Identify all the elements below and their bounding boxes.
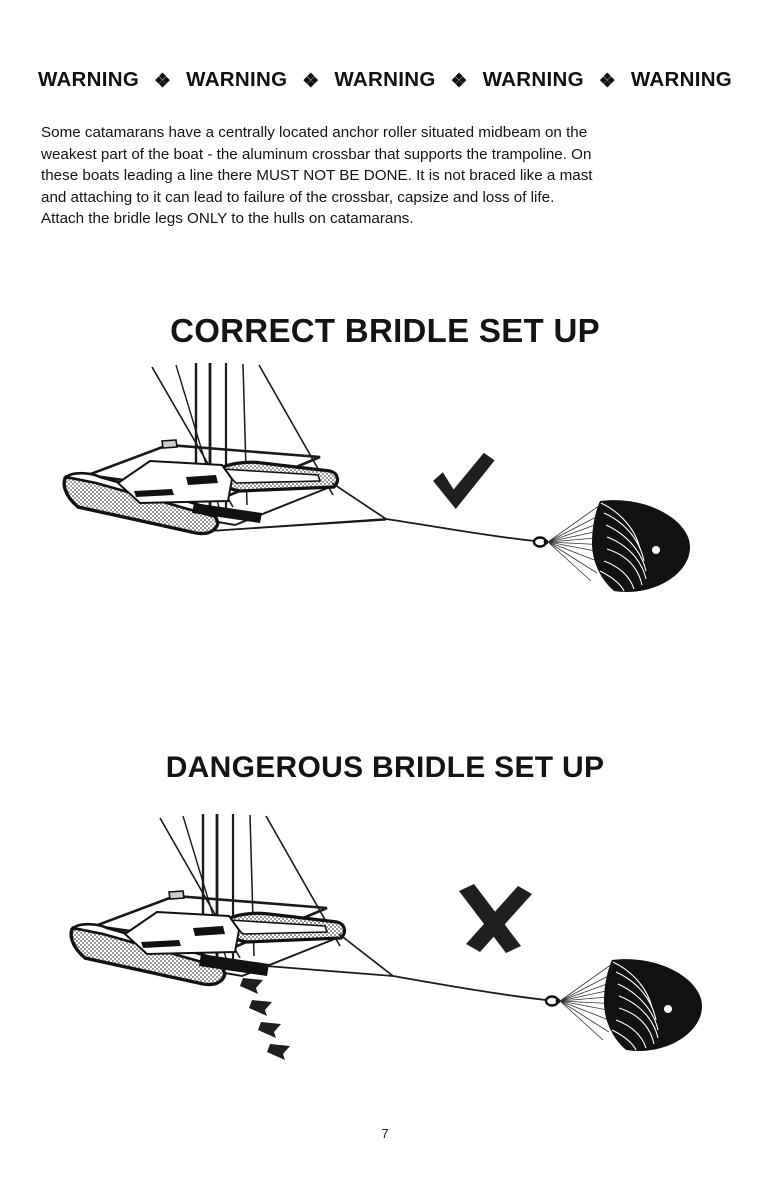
swivel-shackle — [544, 995, 561, 1007]
failure-arrow-2 — [249, 1000, 272, 1016]
starboard-hull — [214, 460, 340, 493]
bridle-leg-starboard — [331, 482, 387, 520]
line-from-crossbar-upper — [265, 965, 394, 977]
paragraph-line-2: weakest part of the boat - the aluminum … — [41, 145, 592, 163]
heading-correct-bridle-set-up: CORRECT BRIDLE SET UP — [170, 312, 600, 349]
waterline — [211, 519, 387, 532]
anchor-rode — [385, 518, 535, 542]
check-mark-icon — [433, 452, 495, 509]
cross-mark-icon — [459, 884, 532, 953]
parachute-sea-anchor-correct — [532, 500, 690, 592]
parachute-canopy — [592, 500, 690, 592]
anchor-rode — [392, 975, 547, 1001]
warning-label-5: WARNING — [630, 68, 733, 91]
warning-label-2: WARNING — [186, 68, 288, 91]
figure-dangerous-bridle-set-up — [0, 800, 770, 1080]
failure-arrows — [240, 978, 290, 1060]
paragraph-line-5: Attach the bridle legs ONLY to the hulls… — [41, 210, 414, 227]
warning-banner: WARNING ❖ WARNING ❖ WARNING ❖ WARNING ❖ … — [0, 68, 770, 92]
catamaran-illustration-dangerous — [69, 814, 547, 1060]
bow-fitting — [168, 890, 185, 900]
figure-correct-bridle-set-up — [0, 355, 770, 625]
page-number: 7 — [381, 1126, 389, 1141]
hatch-left — [134, 489, 174, 497]
catamaran-illustration-correct — [62, 363, 535, 542]
floret-diamond-icon: ❖ — [598, 71, 616, 92]
floret-diamond-icon: ❖ — [450, 71, 468, 92]
failure-arrow-1 — [240, 978, 263, 994]
heading-dangerous-bridle-set-up: DANGEROUS BRIDLE SET UP — [165, 751, 605, 784]
hatch-left — [141, 940, 181, 948]
paragraph-line-4: and attaching to it can lead to failure … — [41, 188, 555, 206]
failure-arrow-4 — [267, 1044, 290, 1060]
center-anchor-roller — [199, 954, 269, 976]
cabin-console — [116, 439, 234, 505]
center-crossbar — [192, 503, 262, 523]
failure-arrow-3 — [258, 1022, 281, 1038]
canopy-vent-dot — [652, 546, 660, 554]
bridle-legs-to-crossbar — [265, 933, 394, 977]
paragraph-line-3: these boats leading a line there MUST NO… — [41, 167, 593, 184]
hatch-right — [193, 926, 225, 936]
parachute-sea-anchor-dangerous — [544, 959, 702, 1051]
warning-label-4: WARNING — [482, 68, 584, 91]
parachute-canopy — [604, 959, 702, 1051]
warning-paragraph: Some catamarans have a centrally located… — [41, 122, 731, 230]
swivel-shackle — [532, 536, 549, 548]
bow-fitting — [161, 439, 178, 449]
starboard-hull — [221, 911, 347, 944]
paragraph-line-1: Some catamarans have a centrally located… — [41, 124, 588, 141]
canopy-gore-seams — [611, 961, 659, 1051]
line-from-starboard-bow — [338, 933, 394, 977]
canopy-vent-dot — [664, 1005, 672, 1013]
floret-diamond-icon: ❖ — [302, 71, 320, 92]
canopy-gore-seams — [599, 502, 647, 592]
warning-label-3: WARNING — [334, 68, 436, 91]
floret-diamond-icon: ❖ — [154, 71, 172, 92]
cabin-console — [123, 890, 241, 956]
warning-label-1: WARNING — [37, 68, 140, 91]
hatch-right — [186, 475, 218, 485]
